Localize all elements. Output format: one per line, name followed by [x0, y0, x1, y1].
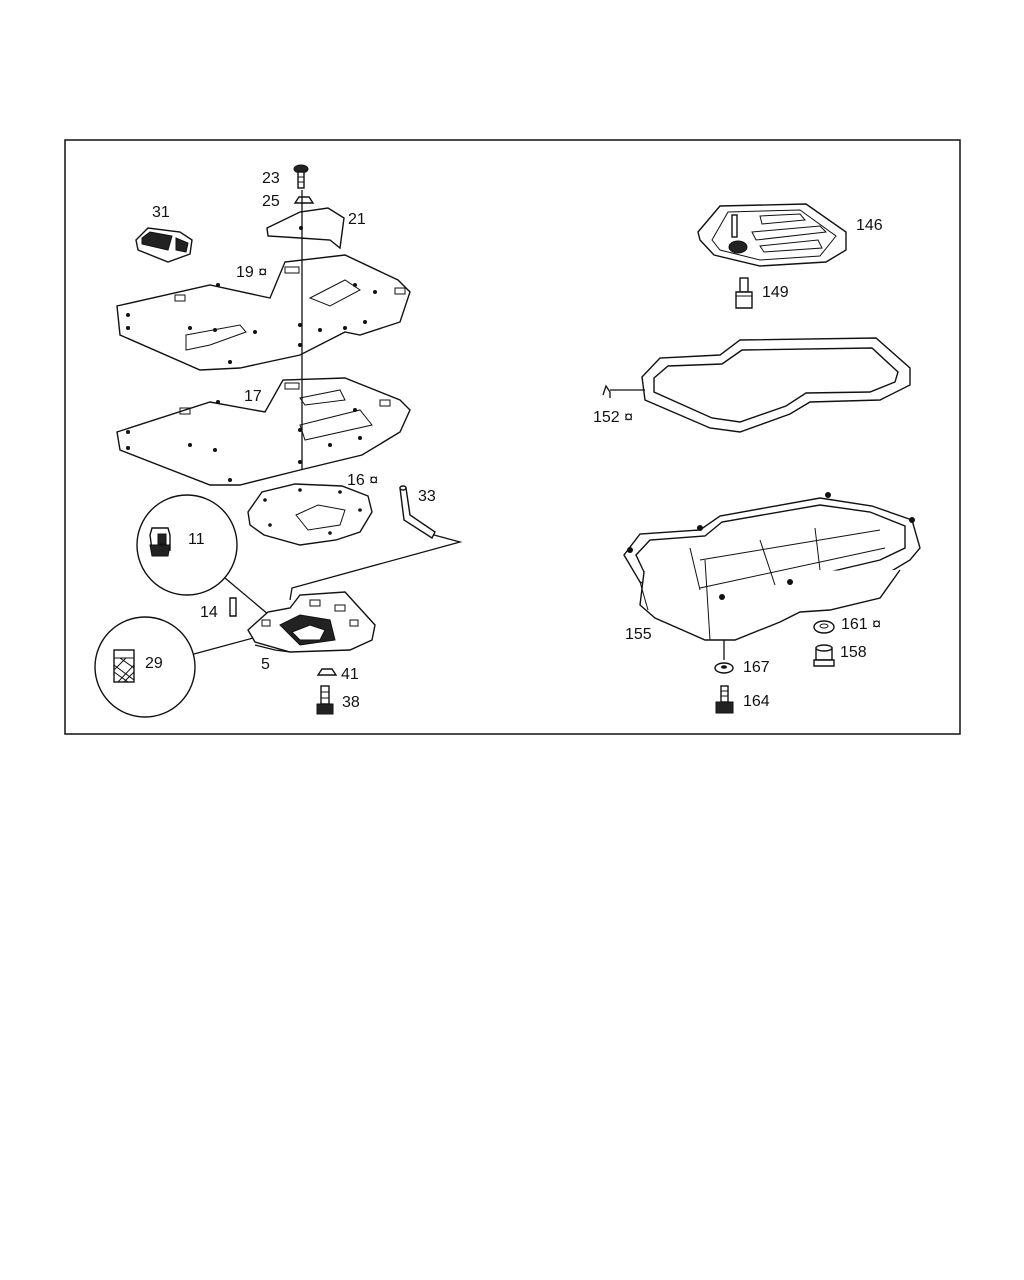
label-158: 158 — [840, 644, 867, 661]
label-152: 152 ¤ — [593, 409, 633, 426]
label-14: 14 — [200, 604, 218, 621]
bracket-21 — [266, 207, 345, 250]
label-19: 19 ¤ — [236, 264, 267, 281]
plug-158 — [813, 644, 835, 667]
label-29: 29 — [145, 655, 163, 672]
detail-circle-11 — [136, 494, 238, 596]
label-149: 149 — [762, 284, 789, 301]
label-161: 161 ¤ — [841, 616, 881, 633]
washer-161 — [813, 620, 835, 634]
pipe-33 — [399, 485, 436, 540]
label-167: 167 — [743, 659, 770, 676]
washer-167 — [714, 662, 734, 674]
connector-31 — [135, 227, 193, 263]
pipe-33-leader — [289, 534, 463, 601]
label-31: 31 — [152, 204, 170, 221]
label-23: 23 — [262, 170, 280, 187]
screw-23 — [293, 164, 309, 189]
valve-body-5 — [247, 591, 376, 653]
label-21: 21 — [348, 211, 366, 228]
label-33: 33 — [418, 488, 436, 505]
label-25: 25 — [262, 193, 280, 210]
diagram-frame — [64, 139, 961, 735]
oil-filter-146 — [697, 203, 847, 267]
label-164: 164 — [743, 693, 770, 710]
label-16: 16 ¤ — [347, 472, 378, 489]
label-146: 146 — [856, 217, 883, 234]
bolt-38 — [316, 685, 334, 715]
filter-29-icon — [113, 649, 135, 683]
pan-gasket-152 — [602, 337, 911, 433]
plate-17 — [116, 377, 411, 486]
clip-25 — [293, 196, 315, 204]
gasket-16 — [247, 483, 373, 546]
part-11-icon — [149, 527, 171, 557]
detail-circle-29 — [94, 616, 196, 718]
bolt-164 — [715, 685, 734, 714]
label-17: 17 — [244, 388, 262, 405]
label-155: 155 — [625, 626, 652, 643]
oil-pan-155 — [623, 492, 921, 641]
washer-41 — [316, 668, 338, 676]
label-5: 5 — [261, 656, 270, 673]
label-41: 41 — [341, 666, 359, 683]
label-38: 38 — [342, 694, 360, 711]
seal-149 — [735, 277, 753, 309]
pin-14 — [229, 597, 237, 617]
label-11: 11 — [188, 531, 205, 548]
